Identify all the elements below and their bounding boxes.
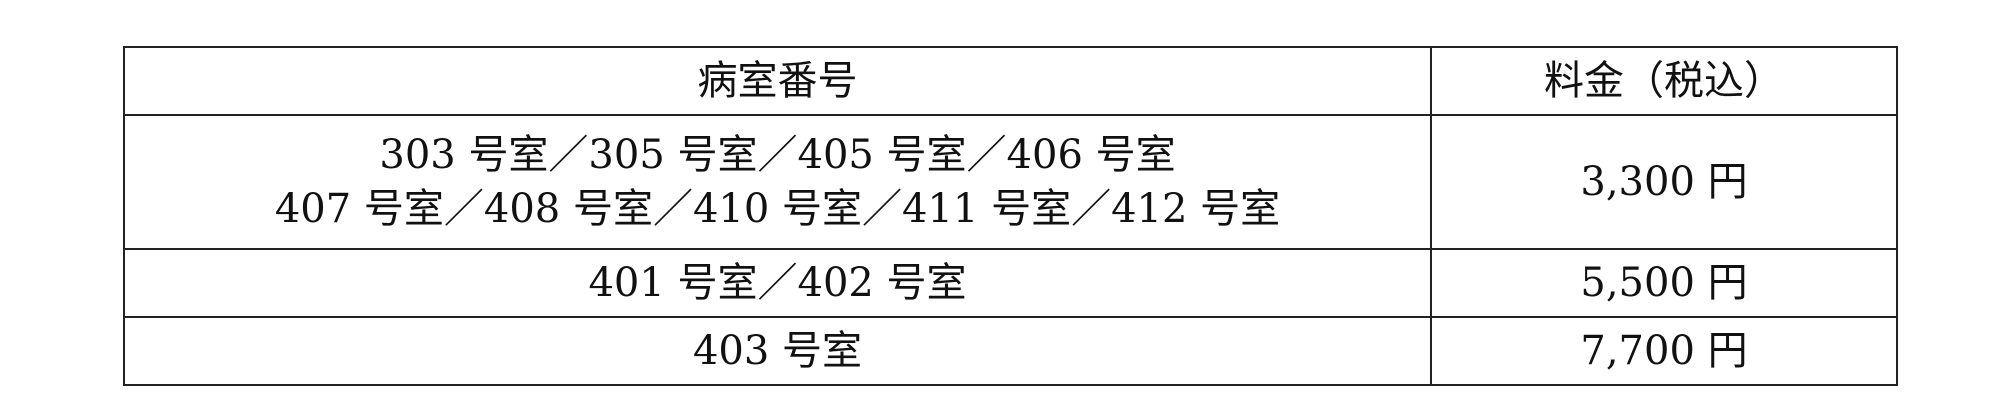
room-cell: 401 号室／402 号室 <box>123 248 1432 318</box>
header-fee: 料金（税込） <box>1430 46 1898 116</box>
room-fee-table: 病室番号 料金（税込） 303 号室／305 号室／405 号室／406 号室 … <box>123 46 1898 386</box>
fee-cell: 3,300 円 <box>1430 114 1898 250</box>
fee-cell: 7,700 円 <box>1430 316 1898 386</box>
table-row: 401 号室／402 号室 5,500 円 <box>123 248 1898 318</box>
fee-cell: 5,500 円 <box>1430 248 1898 318</box>
table-row: 403 号室 7,700 円 <box>123 316 1898 386</box>
room-line: 403 号室 <box>692 328 863 374</box>
table-header-row: 病室番号 料金（税込） <box>123 46 1898 116</box>
room-cell: 403 号室 <box>123 316 1432 386</box>
room-line: 303 号室／305 号室／405 号室／406 号室 <box>379 132 1176 178</box>
header-room-number: 病室番号 <box>123 46 1432 116</box>
room-line: 401 号室／402 号室 <box>588 260 967 306</box>
room-line: 407 号室／408 号室／410 号室／411 号室／412 号室 <box>274 186 1281 232</box>
room-cell: 303 号室／305 号室／405 号室／406 号室 407 号室／408 号… <box>123 114 1432 250</box>
table-row: 303 号室／305 号室／405 号室／406 号室 407 号室／408 号… <box>123 114 1898 250</box>
